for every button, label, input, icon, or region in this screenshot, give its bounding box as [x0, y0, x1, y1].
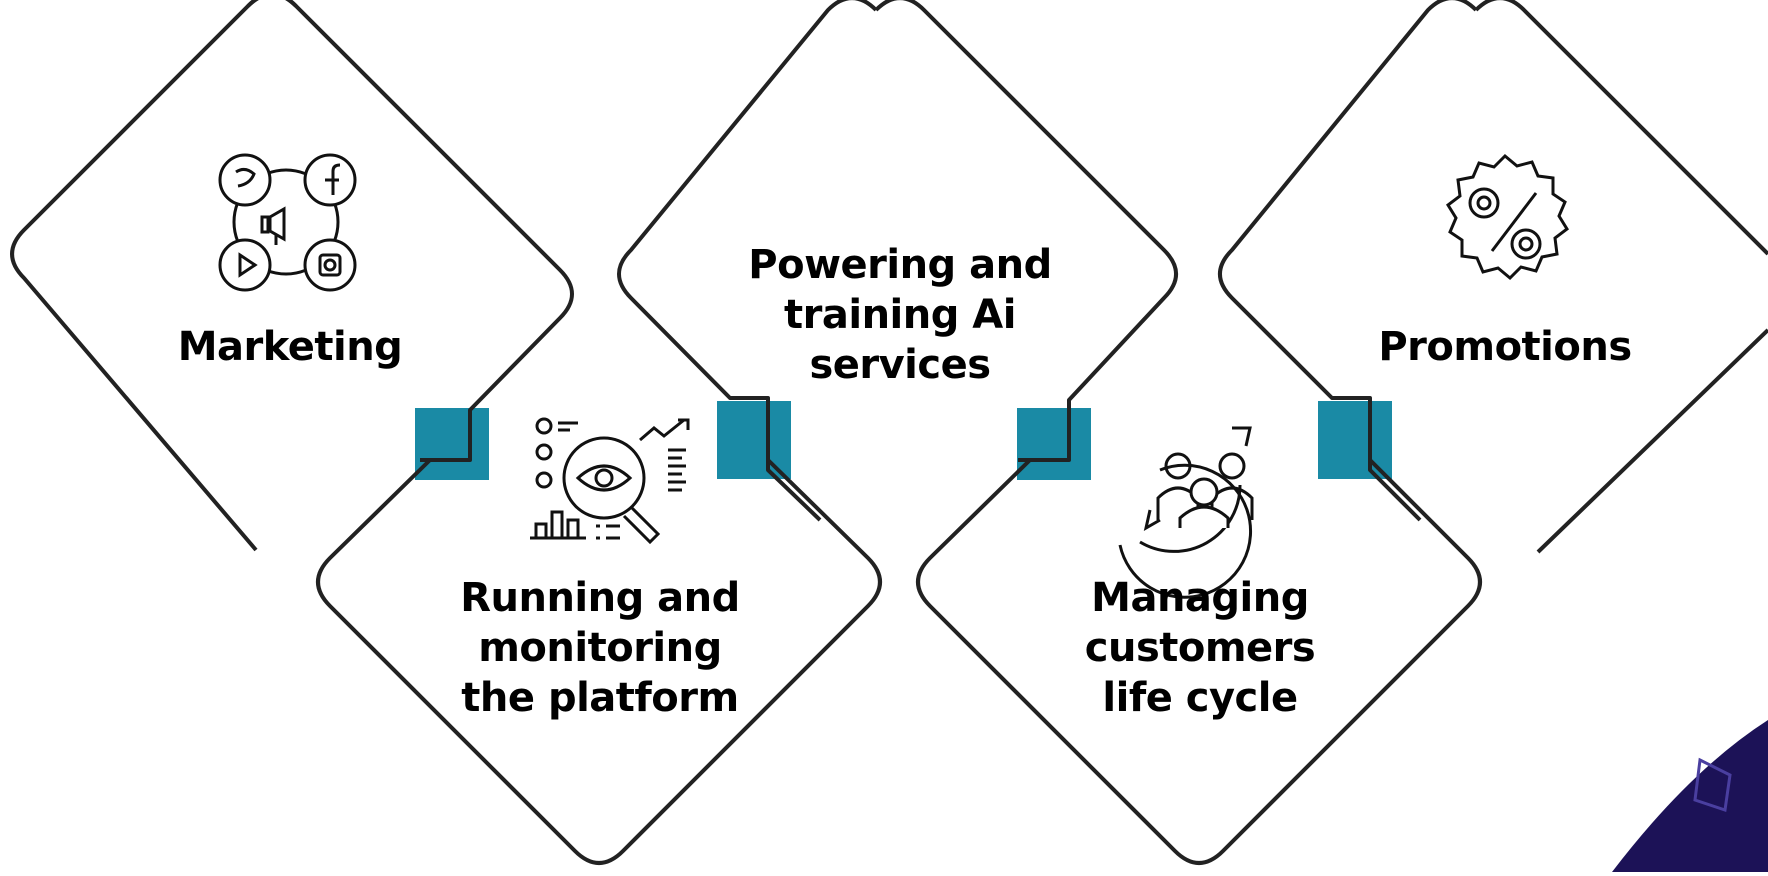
- running-label-line-2: monitoring: [478, 625, 722, 671]
- powering-label-line-1: Powering and: [748, 242, 1052, 288]
- running-label-line-1: Running and: [460, 575, 740, 621]
- managing-label-line-2: customers: [1084, 625, 1316, 671]
- diamond-marketing: [10, 0, 298, 552]
- powering-label-line-2: training Ai: [784, 292, 1016, 338]
- corner-decoration: [1612, 720, 1768, 872]
- connector-4: [1318, 401, 1392, 479]
- social-media-megaphone-icon: [218, 153, 357, 292]
- discount-badge-icon: [1446, 153, 1569, 281]
- diamond-promotions: [1474, 0, 1768, 256]
- managing-label-line-3: life cycle: [1102, 675, 1298, 721]
- managing-label: Managing customers life cycle: [1060, 573, 1340, 723]
- monitoring-eye-magnifier-icon: [530, 417, 690, 545]
- running-label: Running and monitoring the platform: [430, 573, 770, 723]
- customer-cycle-icon: [1118, 426, 1254, 599]
- connector-3: [1017, 408, 1091, 480]
- diamond-powering: [874, 0, 1178, 462]
- powering-label: Powering and training Ai services: [720, 240, 1080, 390]
- marketing-label: Marketing: [177, 324, 403, 370]
- teal-connectors: [415, 401, 1392, 480]
- diamond-running: [316, 458, 882, 865]
- managing-label-line-1: Managing: [1091, 575, 1309, 621]
- powering-label-line-3: services: [809, 342, 991, 388]
- running-label-line-3: the platform: [461, 675, 739, 721]
- promotions-label: Promotions: [1378, 324, 1632, 370]
- connector-1: [415, 408, 489, 480]
- connector-2: [717, 401, 791, 479]
- diamond-managing: [916, 458, 1482, 865]
